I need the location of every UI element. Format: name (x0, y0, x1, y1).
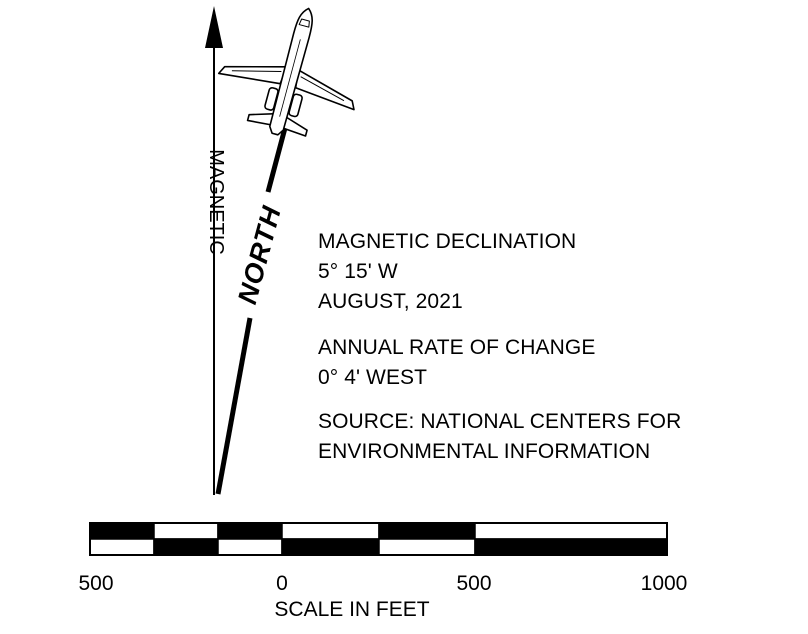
scale-bar (89, 522, 668, 556)
scale-title: SCALE IN FEET (274, 598, 430, 621)
source-line-2: ENVIRONMENTAL INFORMATION (318, 440, 651, 463)
rate-title: ANNUAL RATE OF CHANGE (318, 336, 596, 359)
rate-value: 0° 4' WEST (318, 366, 428, 389)
scale-tick-label: 1000 (640, 572, 688, 595)
scale-tick-label: 500 (78, 572, 114, 595)
true-north-line (215, 127, 288, 495)
magnetic-label: MAGNETIC (205, 149, 227, 255)
declination-date: AUGUST, 2021 (318, 290, 463, 313)
scale-tick-label: 500 (456, 572, 492, 595)
declination-value: 5° 15' W (318, 260, 398, 283)
scale-tick-label: 0 (276, 572, 288, 595)
source-line-1: SOURCE: NATIONAL CENTERS FOR (318, 410, 682, 433)
arrowhead-icon (205, 6, 223, 48)
jet-aircraft-icon (217, 7, 355, 137)
magnetic-north-arrow (205, 6, 223, 495)
declination-title: MAGNETIC DECLINATION (318, 230, 577, 253)
